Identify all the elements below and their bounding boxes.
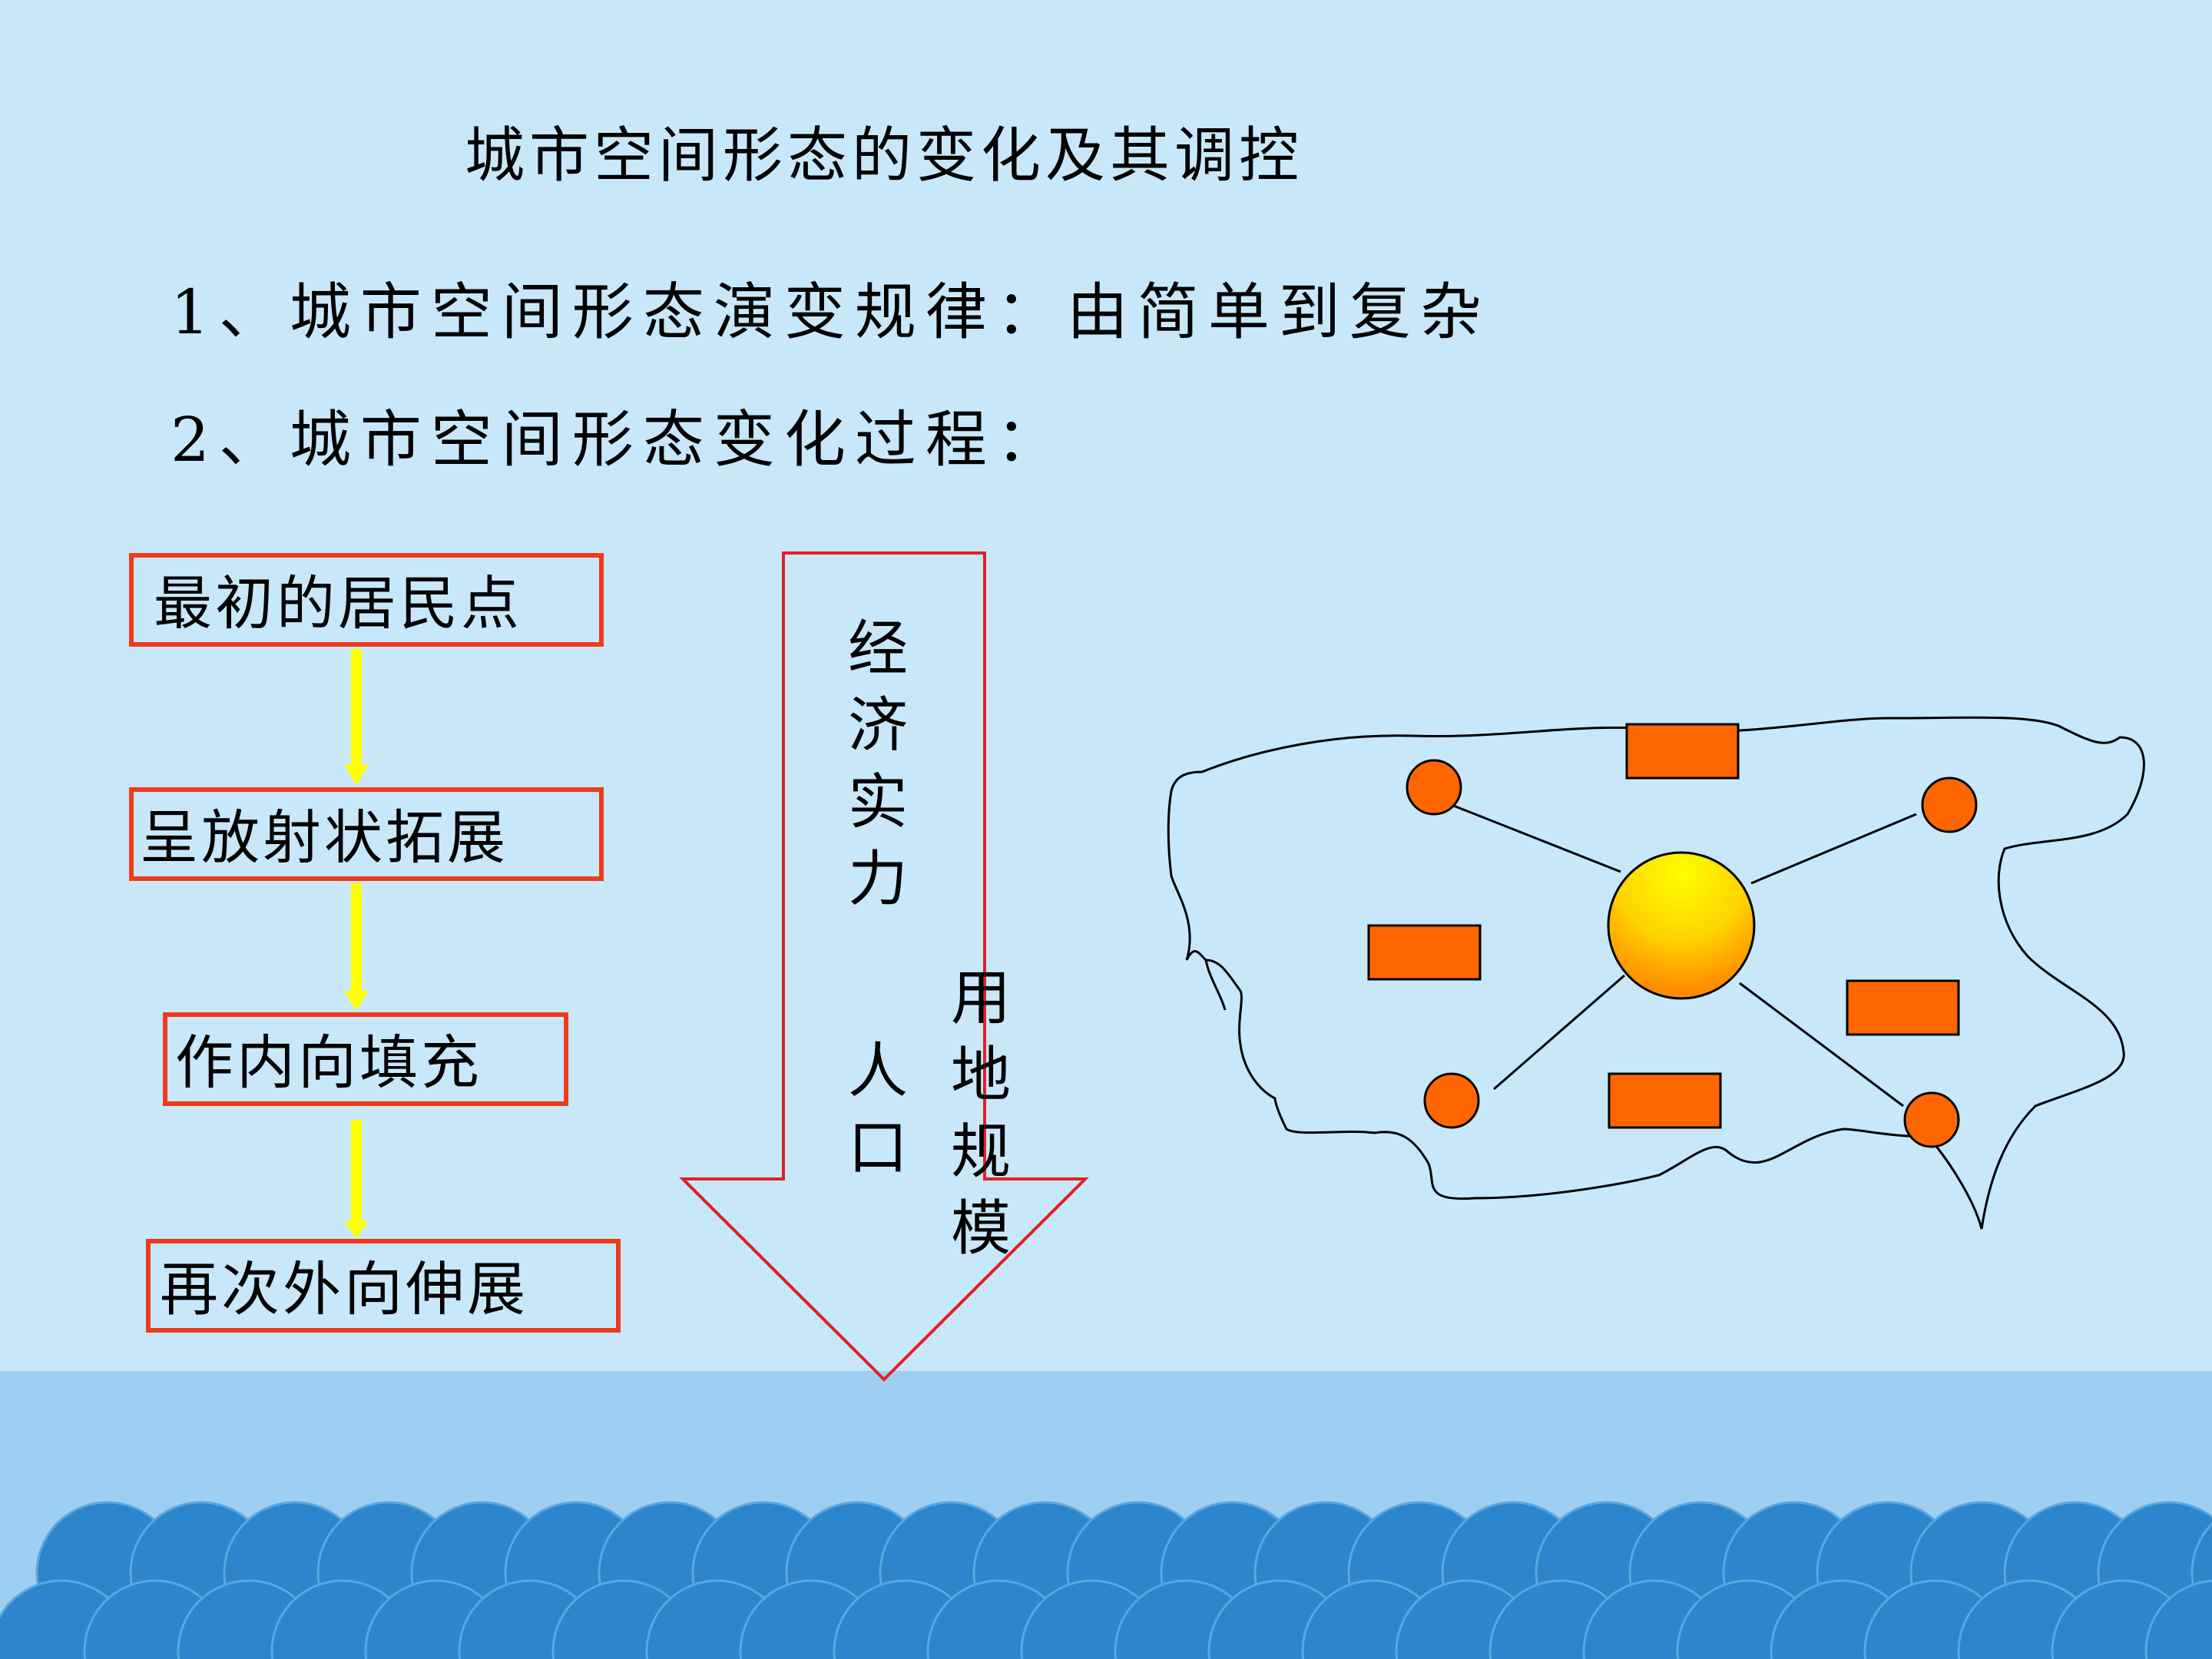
flow-arrowhead-2 <box>344 991 369 1011</box>
page-title: 城市空间形态的变化及其调控 <box>465 121 1304 190</box>
point-rule: 1、城市空间形态演变规律：由简单到复杂 <box>171 276 1491 348</box>
wave-scallop <box>2144 1579 2212 1659</box>
stage-box-radial: 呈放射状拓展 <box>129 787 604 881</box>
city-core <box>1607 851 1756 1000</box>
satellite-node-ne <box>1921 777 1978 833</box>
label-land-scale: 用地规模 <box>950 964 1011 1263</box>
satellite-node-nw <box>1406 759 1462 816</box>
link-se <box>1739 982 1904 1108</box>
stage-box-initial: 最初的居民点 <box>129 553 604 647</box>
stage-box-infill: 作内向填充 <box>163 1012 568 1106</box>
satellite-node-sw <box>1423 1072 1480 1129</box>
label-economy: 经济实力 <box>847 614 908 914</box>
stage-box-outward: 再次外向伸展 <box>146 1239 621 1333</box>
district-block-left <box>1367 924 1482 981</box>
point-process: 2、城市空间形态变化过程： <box>171 404 1067 475</box>
district-block-top <box>1625 723 1740 780</box>
district-block-bottom <box>1608 1072 1722 1129</box>
link-nw <box>1451 803 1621 873</box>
link-ne <box>1750 813 1917 885</box>
district-block-right <box>1846 979 1960 1036</box>
flow-arrowhead-3 <box>344 1221 369 1238</box>
flow-arrowhead-1 <box>344 764 369 785</box>
boundary-detail <box>1204 959 1227 1011</box>
label-population: 人口 <box>847 1037 908 1183</box>
satellite-node-se <box>1903 1091 1960 1148</box>
wave-row-front <box>0 1579 2212 1659</box>
link-sw <box>1493 974 1625 1091</box>
